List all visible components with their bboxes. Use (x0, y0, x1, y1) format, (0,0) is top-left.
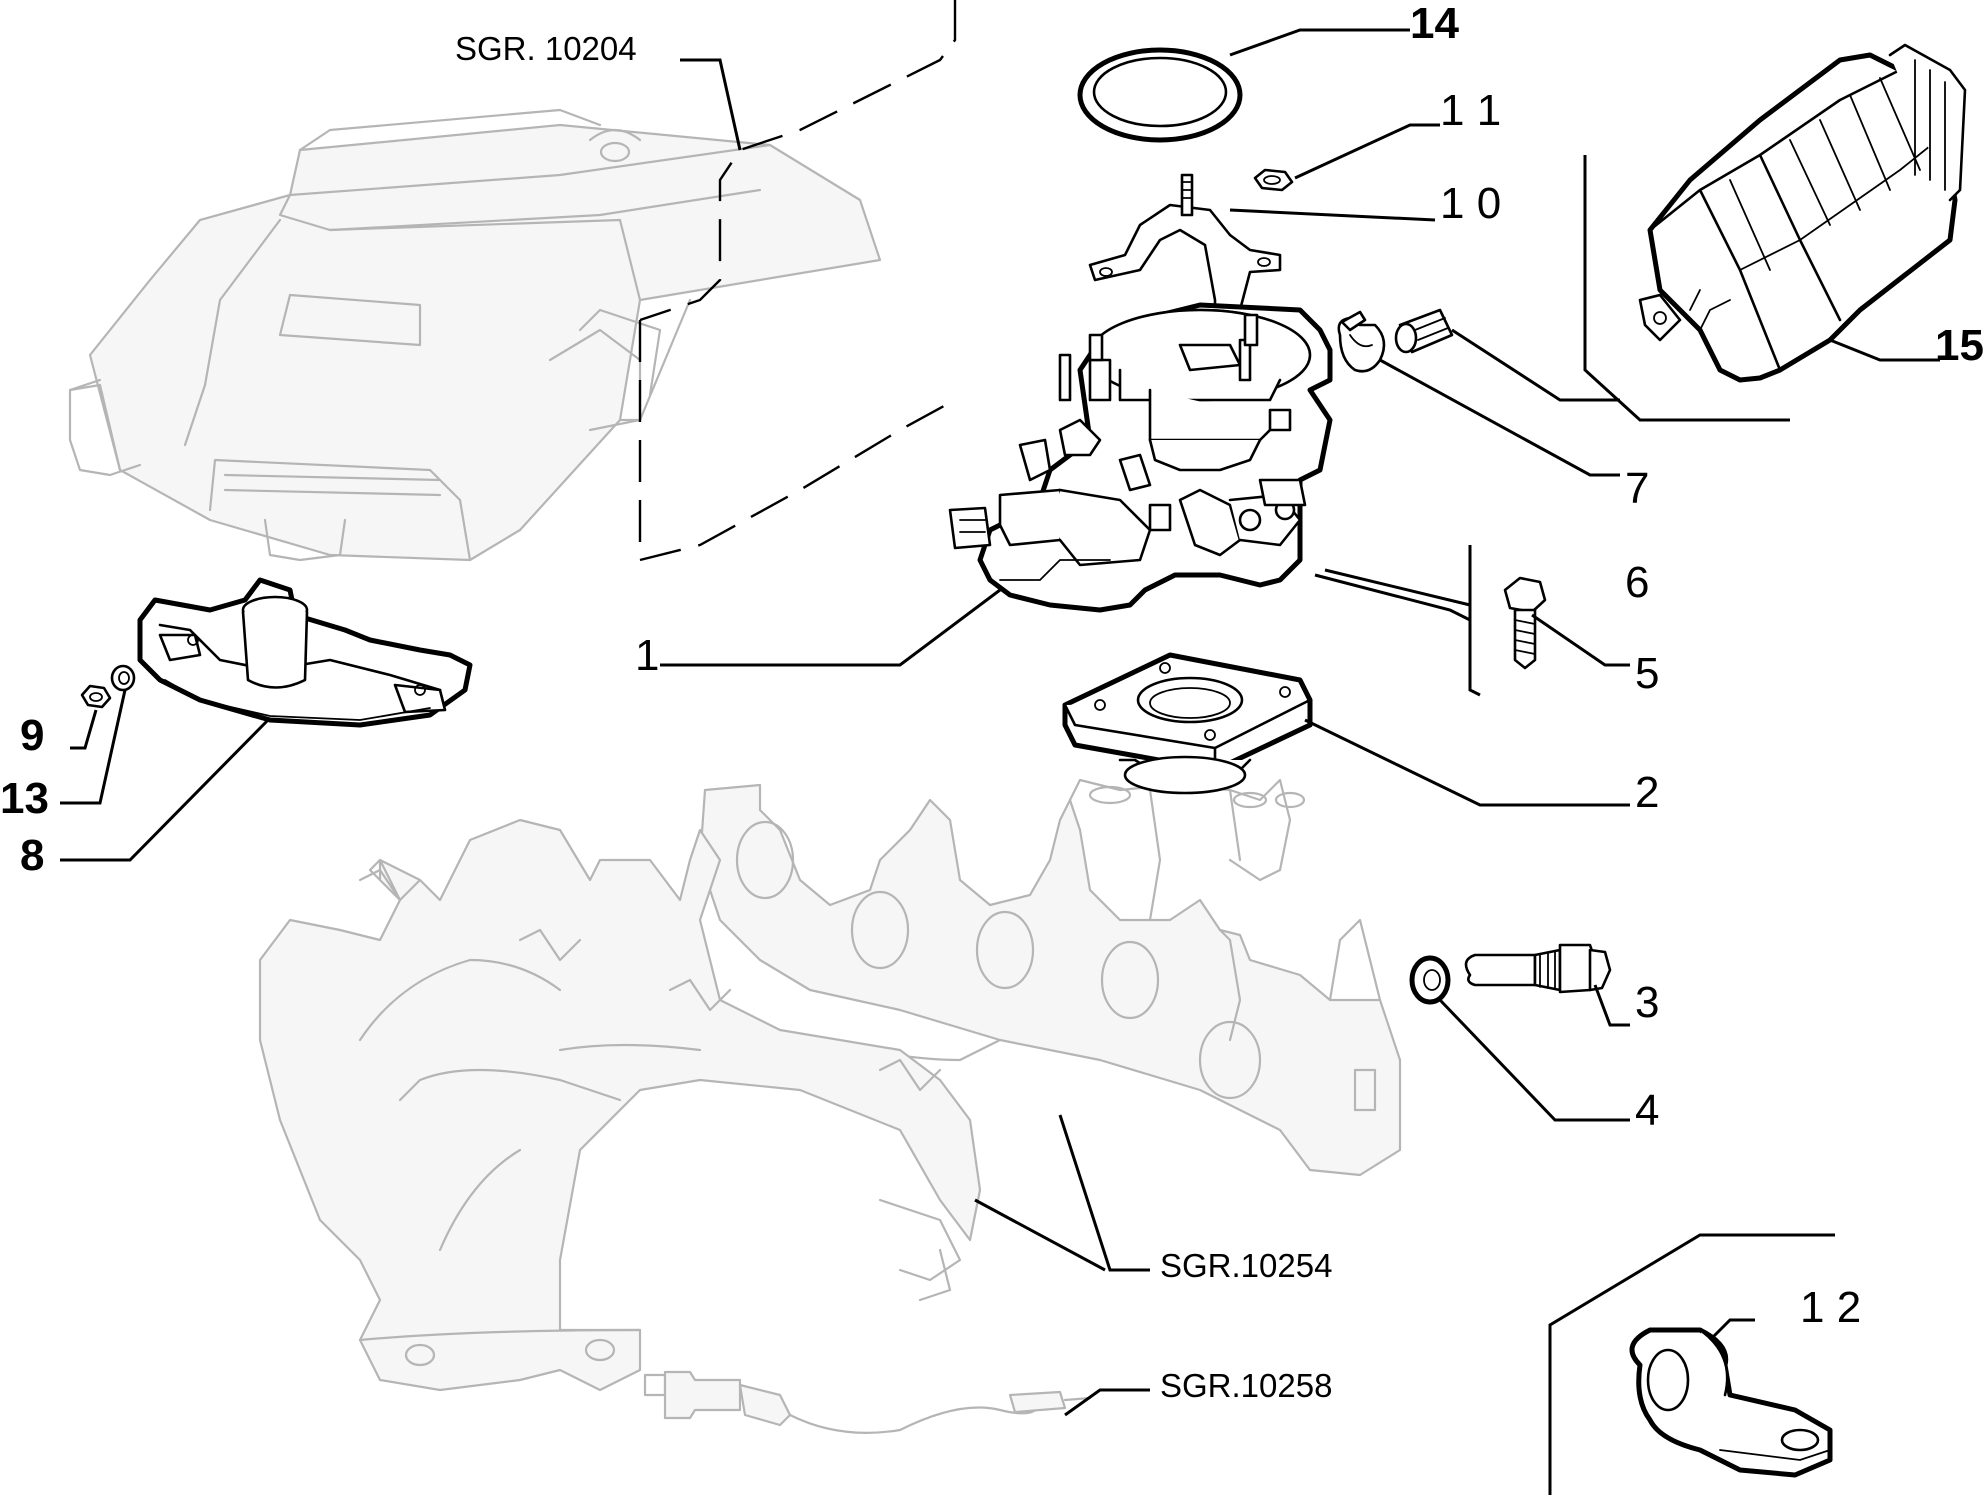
label-part-11: 1 1 (1440, 86, 1501, 135)
sensor-3 (1464, 943, 1612, 994)
lambda-sensor (643, 1370, 1092, 1434)
label-part-9: 9 (20, 711, 44, 760)
ref-air-filter: SGR. 10204 (455, 30, 637, 67)
ref-lambda-sensor: SGR.10258 (1160, 1367, 1332, 1404)
p-clip-12 (1629, 1327, 1833, 1478)
washer-4 (1409, 955, 1451, 1005)
nut-9 (80, 684, 112, 709)
air-filter-housing (68, 108, 882, 562)
reference-labels: SGR. 10204 SGR.10254 SGR.10258 (455, 30, 1332, 1404)
part-labels: 14 1 1 1 0 15 7 6 5 2 3 4 1 9 13 8 1 2 (0, 0, 1983, 1332)
exhaust-manifold (258, 818, 982, 1392)
intake-manifold (698, 778, 1402, 1177)
label-part-2: 2 (1635, 768, 1659, 817)
ecu-module-15 (1638, 43, 1967, 383)
hose-7 (1394, 308, 1454, 354)
label-part-15: 15 (1935, 321, 1983, 370)
label-part-5: 5 (1635, 649, 1659, 698)
label-part-8: 8 (20, 831, 44, 880)
bolt-5 (1503, 576, 1547, 670)
group-frame-lines (1314, 155, 1835, 1495)
heat-shield-8 (137, 577, 473, 728)
label-part-4: 4 (1635, 1086, 1659, 1135)
label-part-1: 1 (635, 631, 659, 680)
label-part-14: 14 (1410, 0, 1459, 48)
ref-manifold: SGR.10254 (1160, 1247, 1332, 1284)
washer-13 (110, 664, 136, 692)
label-part-3: 3 (1635, 978, 1659, 1027)
spacer-flange-2 (1062, 652, 1313, 795)
gasket-ring-14 (1077, 47, 1243, 143)
assembly-dash-lines (638, 0, 957, 562)
label-part-13: 13 (0, 774, 49, 823)
label-part-10: 1 0 (1440, 179, 1501, 228)
throttle-body-1 (948, 302, 1333, 613)
label-part-7: 7 (1625, 464, 1649, 513)
label-part-6: 6 (1625, 558, 1649, 607)
leader-lines (60, 28, 1940, 1417)
nut-11 (1253, 168, 1294, 192)
label-part-12: 1 2 (1800, 1283, 1861, 1332)
hose-clamp-6 (1337, 310, 1386, 373)
